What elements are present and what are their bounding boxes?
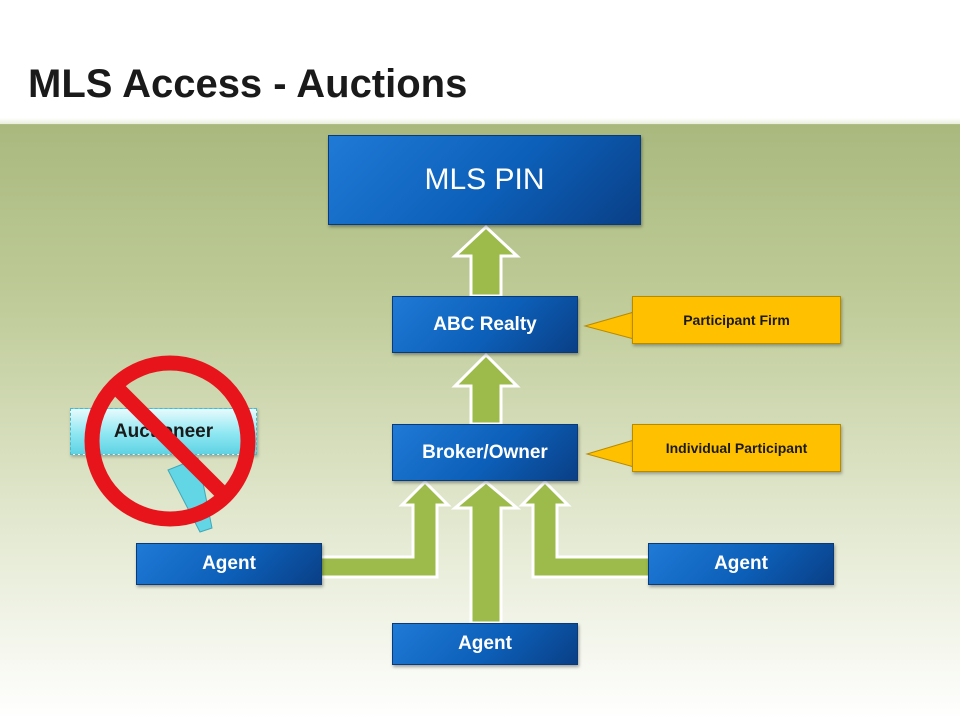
- broker-owner-box: Broker/Owner: [392, 424, 578, 481]
- arrow-abc-to-mls: [451, 224, 521, 298]
- mls-pin-box: MLS PIN: [328, 135, 641, 225]
- agent-right-box: Agent: [648, 543, 834, 585]
- arrow-agent-right-to-broker: [518, 479, 652, 579]
- title-divider: [0, 118, 960, 124]
- arrow-broker-to-abc: [451, 352, 521, 426]
- arrow-agent-left-to-broker: [318, 479, 452, 579]
- page-title: MLS Access - Auctions: [28, 62, 468, 106]
- abc-realty-box: ABC Realty: [392, 296, 578, 353]
- arrow-agent-bottom-to-broker: [450, 480, 522, 625]
- callout-individual-participant: Individual Participant: [632, 424, 841, 472]
- callout-participant-firm: Participant Firm: [632, 296, 841, 344]
- agent-left-box: Agent: [136, 543, 322, 585]
- agent-bottom-box: Agent: [392, 623, 578, 665]
